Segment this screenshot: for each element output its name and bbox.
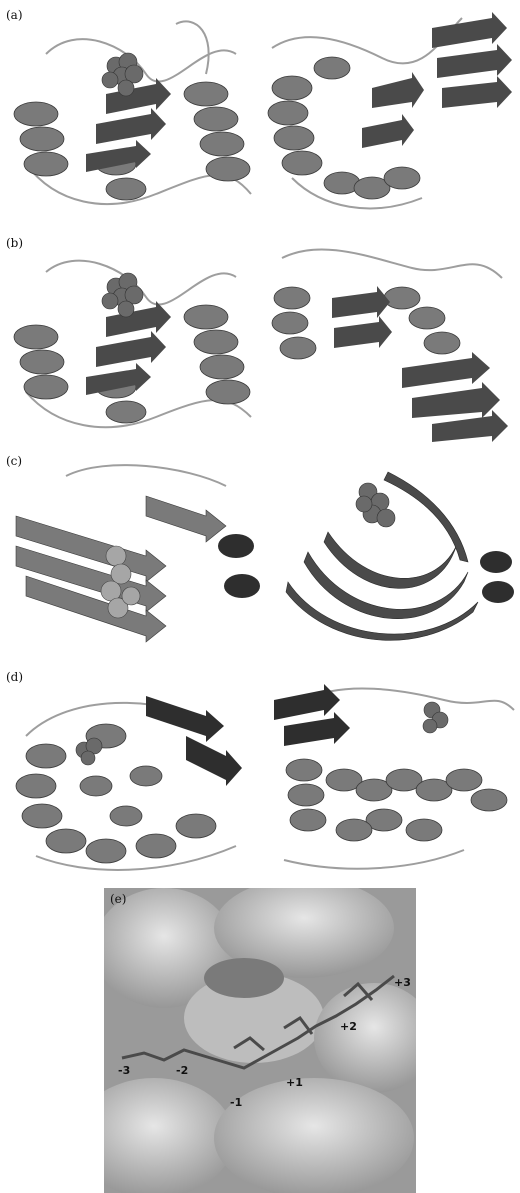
subsite-label: +2 — [340, 1020, 357, 1033]
panel-e-surface: (e) -3 -2 -1 +1 +2 +3 — [104, 888, 416, 1193]
panel-b: (b) — [0, 228, 520, 443]
subsite-label: -3 — [118, 1064, 130, 1077]
panel-c: (c) — [0, 446, 520, 660]
protein-structure-left — [6, 456, 264, 656]
panel-label: (e) — [110, 892, 126, 906]
protein-structure-right — [262, 238, 518, 443]
protein-structure-left — [6, 14, 266, 220]
subsite-label: +1 — [286, 1076, 303, 1089]
protein-structure-right — [264, 670, 518, 882]
panel-d: (d) — [0, 662, 520, 884]
subsite-label: -1 — [230, 1096, 242, 1109]
panel-a: (a) — [0, 0, 520, 225]
subsite-label: -2 — [176, 1064, 188, 1077]
protein-structure-right — [268, 452, 518, 658]
protein-structure-right — [262, 8, 518, 222]
protein-structure-left — [6, 676, 262, 882]
protein-structure-left — [6, 242, 266, 440]
subsite-label: +3 — [394, 976, 411, 989]
